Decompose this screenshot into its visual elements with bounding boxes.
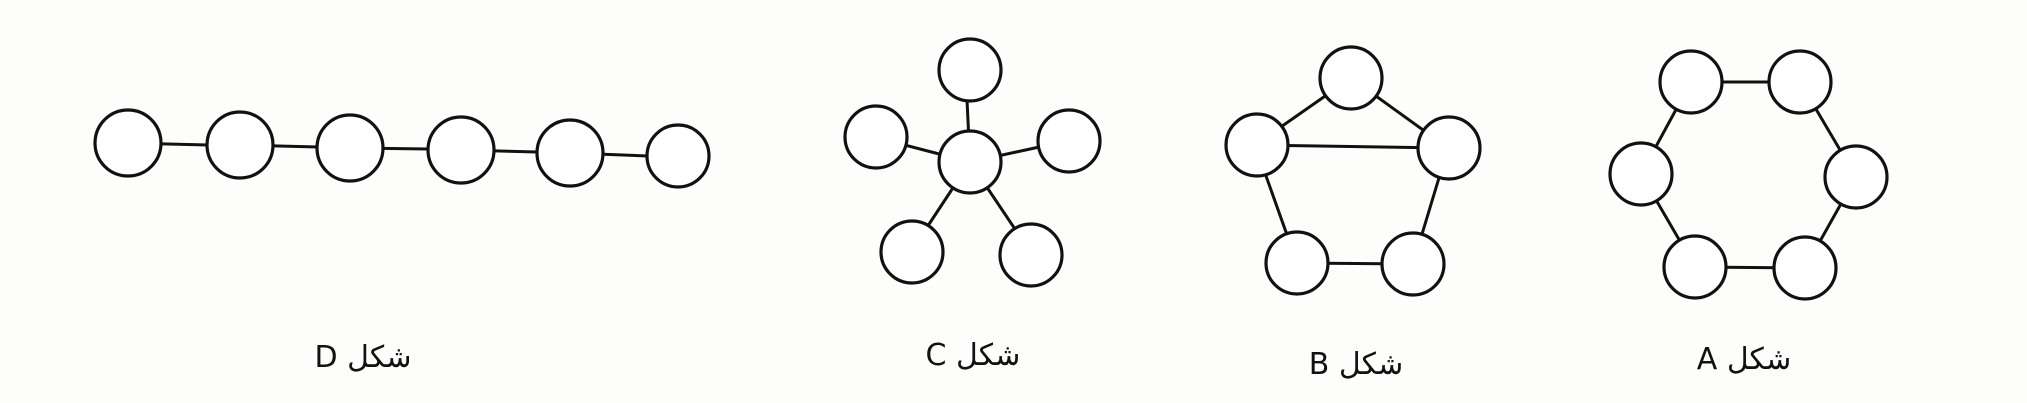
figure-d-node	[315, 113, 385, 183]
figure-d-node	[426, 115, 496, 185]
figure-d	[93, 108, 711, 189]
figure-a	[1608, 49, 1889, 301]
figure-c-node	[1036, 108, 1102, 174]
figure-d-node	[535, 118, 605, 188]
figure-b-node	[1318, 45, 1384, 111]
figure-a-node	[1658, 49, 1724, 115]
figure-d-caption: شکل D	[314, 340, 411, 375]
figure-c-node	[998, 222, 1064, 288]
figure-b-node	[1224, 112, 1290, 178]
figure-b-node	[1380, 231, 1446, 297]
figure-c	[843, 37, 1102, 288]
figure-b-caption: شکل B	[1309, 347, 1404, 382]
figure-d-node	[93, 108, 163, 178]
figure-c-node	[879, 219, 945, 285]
figure-a-node	[1662, 234, 1728, 300]
figure-a-node	[1767, 49, 1833, 115]
figure-c-node	[843, 104, 909, 170]
figure-c-node	[937, 129, 1003, 195]
figure-d-node	[645, 123, 711, 189]
figure-c-node	[937, 37, 1003, 103]
figure-d-node	[205, 110, 275, 180]
figure-c-caption: شکل C	[926, 338, 1021, 373]
figure-b	[1224, 45, 1482, 297]
figure-a-node	[1772, 235, 1838, 301]
figure-b-node	[1416, 115, 1482, 181]
figure-a-node	[1608, 141, 1674, 207]
figure-a-node	[1823, 144, 1889, 210]
figure-b-node	[1264, 230, 1330, 296]
figure-a-caption: شکل A	[1697, 342, 1792, 377]
